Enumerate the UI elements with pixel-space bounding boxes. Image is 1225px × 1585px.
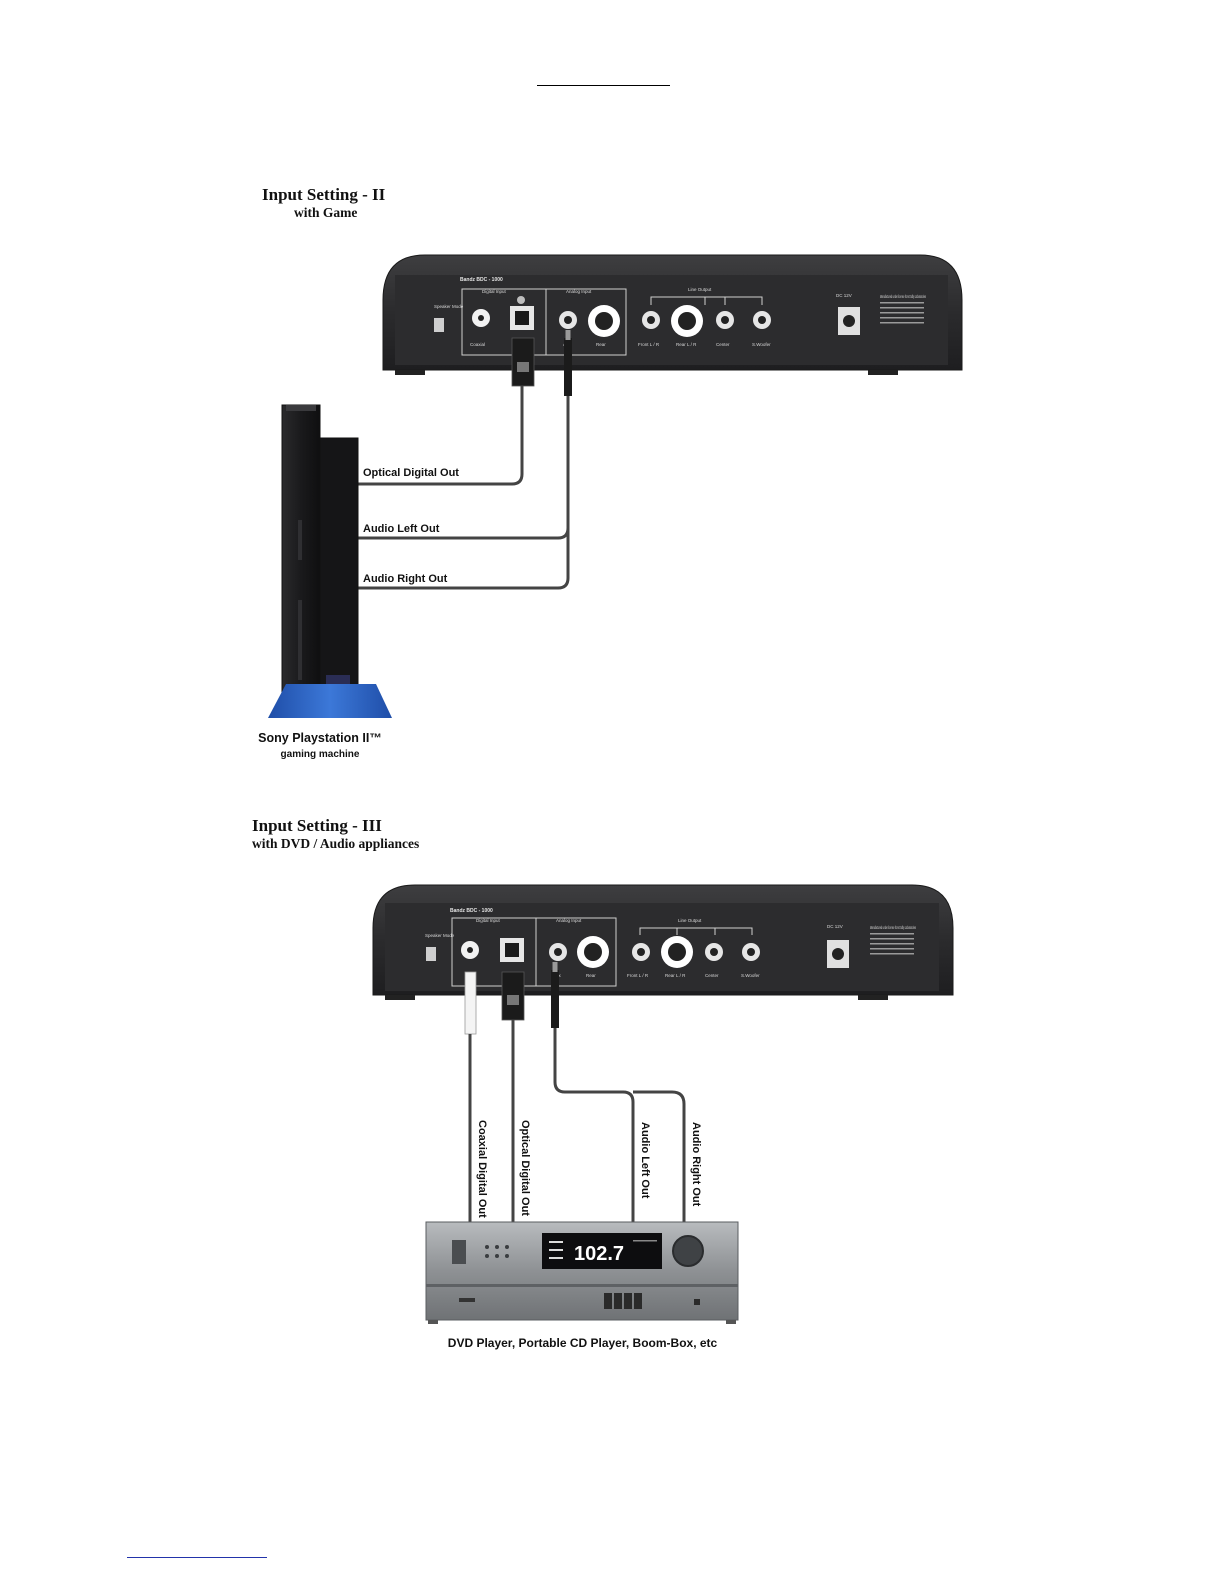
line-output-label: Line Output	[688, 287, 712, 292]
ps2-subtitle: gaming machine	[280, 749, 360, 760]
top-rule	[537, 85, 670, 86]
audio-receiver: 102.7	[425, 1221, 739, 1324]
port-label-front-2: Front L / R	[627, 973, 649, 978]
section-3-title: Input Setting - III	[252, 816, 382, 835]
section-2-heading: Input Setting - II with Game	[262, 185, 385, 221]
port-label-center-2: Center	[705, 973, 719, 978]
dolby-notice: Manufactured under license from Dolby La…	[880, 294, 926, 299]
port-label-rear-lr: Rear L / R	[676, 342, 697, 347]
ps2-caption: Sony Playstation II™ gaming machine	[240, 731, 400, 760]
port-label-subwoofer: S.Woofer	[752, 342, 771, 347]
decoder-model-label-2: Bandz BDC - 1000	[450, 908, 493, 914]
label-coaxial-digital-out: Coaxial Digital Out	[476, 1120, 488, 1218]
port-label-rear: Rear	[596, 342, 606, 347]
port-label-rear-2: Rear	[586, 973, 596, 978]
volume-knob[interactable]	[672, 1235, 704, 1267]
bottom-rule	[127, 1557, 267, 1558]
port-label-center: Center	[716, 342, 730, 347]
section-2-title: Input Setting - II	[262, 185, 386, 204]
section-3-subtitle: with DVD / Audio appliances	[252, 836, 420, 851]
label-optical-digital-out-2: Optical Digital Out	[519, 1120, 531, 1216]
receiver-frequency: 102.7	[574, 1243, 624, 1265]
speaker-mode-label-2: Speaker Mode	[425, 933, 455, 938]
speaker-mode-switch[interactable]	[434, 318, 444, 332]
audio-right-cable-2	[633, 1090, 686, 1222]
receiver-caption: DVD Player, Portable CD Player, Boom-Box…	[447, 1336, 718, 1350]
audio-right-cable	[358, 528, 570, 590]
digital-input-label-2: Digital Input	[476, 918, 501, 923]
speaker-mode-switch-2[interactable]	[426, 947, 436, 961]
port-label-subwoofer-2: S.Woofer	[741, 973, 760, 978]
section-3-cables	[468, 1020, 686, 1222]
playstation-2-console	[268, 404, 392, 718]
dc-label-2: DC 12V	[827, 924, 843, 929]
optical-cable	[358, 386, 524, 486]
port-label-coaxial: Coaxial	[470, 342, 485, 347]
dolby-notice-2: Manufactured under license from Dolby La…	[870, 925, 916, 930]
port-label-front: Front L / R	[638, 342, 660, 347]
label-optical-digital-out: Optical Digital Out	[363, 467, 459, 479]
dc-label: DC 12V	[836, 293, 852, 298]
speaker-mode-label: Speaker Mode	[434, 304, 464, 309]
label-audio-right-out-2: Audio Right Out	[690, 1122, 702, 1207]
section-2-subtitle: with Game	[294, 205, 358, 220]
analog-input-label: Analog Input	[566, 289, 592, 294]
line-output-label-2: Line Output	[678, 918, 702, 923]
decoder-unit-bottom: Bandz BDC - 1000 Speaker Mode Digital In…	[372, 884, 954, 1000]
decoder-model-label: Bandz BDC - 1000	[460, 277, 503, 283]
section-2-cables	[358, 386, 570, 590]
decoder-unit-top: Bandz BDC - 1000 Speaker Mode Digital In…	[382, 254, 963, 375]
analog-input-label-2: Analog Input	[556, 918, 582, 923]
digital-input-label: Digital Input	[482, 289, 507, 294]
label-audio-left-out-2: Audio Left Out	[639, 1122, 651, 1199]
label-audio-left-out: Audio Left Out	[363, 523, 440, 535]
audio-left-cable-2	[553, 1028, 635, 1222]
section-2-plugs	[511, 330, 572, 396]
ps2-name: Sony Playstation II™	[258, 731, 382, 745]
label-audio-right-out: Audio Right Out	[363, 573, 448, 585]
port-label-rear-lr-2: Rear L / R	[665, 973, 686, 978]
section-3-plugs	[464, 962, 559, 1035]
section-3-heading: Input Setting - III with DVD / Audio app…	[252, 816, 419, 852]
console-stand	[268, 684, 392, 718]
